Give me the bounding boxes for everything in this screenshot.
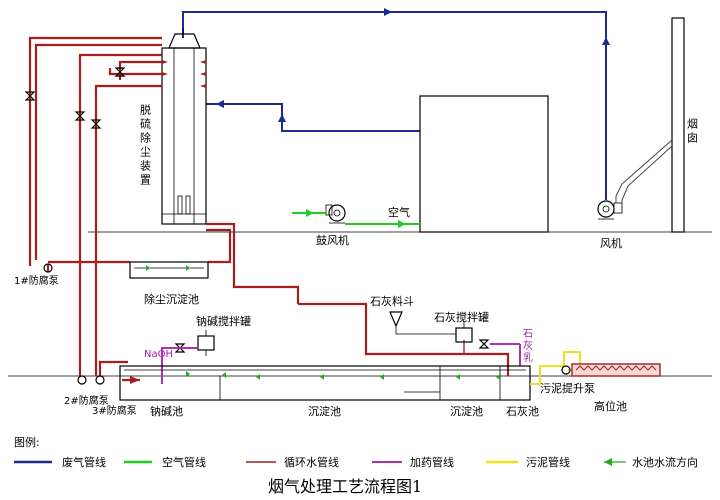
diagram-caption: 烟气处理工艺流程图1 — [268, 477, 422, 496]
soda-mixing-tank: 钠碱搅拌罐 — [196, 314, 251, 356]
lime-tank-label: 石灰搅拌罐 — [434, 310, 489, 324]
legend-label-air: 空气管线 — [162, 455, 206, 469]
blower-label: 鼓风机 — [316, 233, 349, 247]
desulfurization-tower — [161, 28, 207, 225]
legend-label-dosing: 加药管线 — [410, 455, 454, 469]
legend-arrow-flow — [604, 458, 612, 466]
legend-label-flue-gas: 废气管线 — [62, 455, 106, 469]
legend-label-sludge: 污泥管线 — [526, 455, 570, 469]
settling-pool-2-label: 沉淀池 — [450, 404, 483, 418]
lime-hopper-label: 石灰料斗 — [370, 294, 414, 308]
tower-label: 脱硫除尘装置 — [139, 103, 152, 188]
soda-pool-label: 钠碱池 — [150, 404, 183, 418]
flue-gas-pipes — [182, 8, 610, 200]
soda-tank-label: 钠碱搅拌罐 — [196, 314, 251, 328]
pump-1-label: 1#防腐泵 — [14, 274, 59, 287]
circulation-water-pipes — [28, 36, 510, 384]
valves — [24, 67, 490, 353]
dust-settling-tank: 除尘沉淀池 — [129, 261, 209, 306]
pump-3: 3#防腐泵 — [92, 375, 137, 417]
lime-mixing-tank: 石灰搅拌罐 — [396, 310, 489, 343]
pools — [119, 365, 531, 401]
lime-milk-label: 石灰乳 — [521, 328, 533, 364]
chimney: 烟囱 — [671, 17, 699, 233]
legend-title: 图例: — [14, 435, 40, 449]
pump-1: 1#防腐泵 — [14, 263, 59, 287]
lime-hopper: 石灰料斗 — [370, 294, 414, 334]
legend: 图例: 废气管线 空气管线 循环水管线 加药管线 污泥管线 水池水流方向 — [14, 435, 698, 469]
fan: 风机 — [597, 139, 673, 250]
legend-label-circulation: 循环水管线 — [284, 455, 339, 469]
dust-tank-label: 除尘沉淀池 — [144, 292, 199, 306]
pump-2: 2#防腐泵 — [64, 375, 109, 407]
air-pipes: 空气 — [292, 205, 420, 228]
blower: 鼓风机 — [316, 204, 349, 247]
dosing-pipes: NaOH — [144, 343, 521, 384]
chimney-label: 烟囱 — [686, 117, 699, 146]
fan-label: 风机 — [600, 236, 622, 250]
lime-pool-label: 石灰池 — [506, 404, 539, 418]
high-pool: 高位池 — [571, 363, 661, 413]
high-pool-label: 高位池 — [594, 399, 627, 413]
air-label: 空气 — [388, 205, 410, 219]
boiler-box — [419, 95, 549, 233]
naoh-label: NaOH — [144, 349, 173, 360]
sludge-pump-label: 污泥提升泵 — [540, 382, 595, 395]
legend-label-flow: 水池水流方向 — [632, 455, 698, 469]
settling-pool-label: 沉淀池 — [308, 404, 341, 418]
sludge-pump: 污泥提升泵 — [540, 365, 595, 395]
pump-3-label: 3#防腐泵 — [92, 404, 137, 417]
pump-2-label: 2#防腐泵 — [64, 394, 109, 407]
